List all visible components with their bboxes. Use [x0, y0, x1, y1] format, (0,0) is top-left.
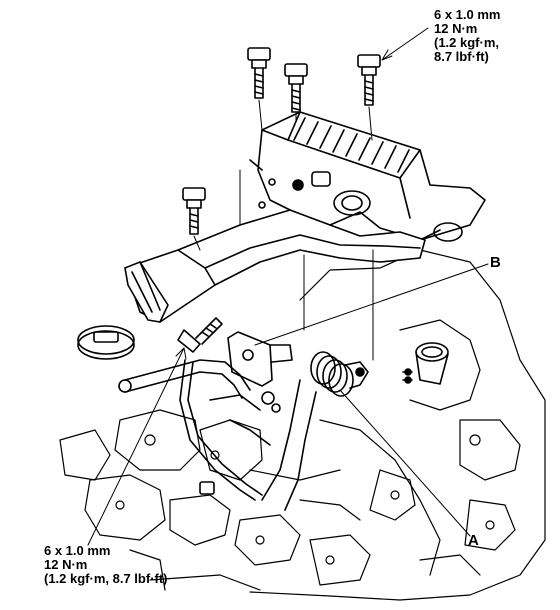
spec-top-line2: 12 N·m — [434, 21, 478, 36]
leader-top-spec-arrow — [381, 49, 393, 61]
bolt-lower — [177, 317, 223, 353]
engine-block — [59, 249, 546, 601]
spec-top-line3: (1.2 kgf·m, — [434, 35, 500, 50]
hoses — [118, 359, 281, 501]
part-a-bellows — [261, 351, 369, 511]
leader-bottom-spec — [87, 347, 185, 546]
bolt-group-top — [182, 47, 381, 235]
spec-bottom-line3: (1.2 kgf·m, 8.7 lbf·ft) — [44, 571, 168, 586]
callout-a: A — [468, 532, 479, 549]
leader-b — [254, 263, 489, 346]
filler-cap — [77, 325, 135, 360]
bracket-b — [227, 331, 293, 387]
bolt-1 — [247, 47, 271, 99]
leader-top-spec — [381, 27, 429, 61]
leader-bottom-spec-arrow — [175, 347, 187, 360]
bolt-4 — [182, 187, 206, 235]
right-fittings — [402, 342, 449, 385]
intake-duct — [124, 209, 426, 323]
bolt-leaders — [193, 99, 374, 361]
callout-leaders — [87, 27, 489, 546]
bolt-2 — [284, 63, 308, 113]
bolt-3 — [357, 54, 381, 106]
torque-spec-top: 6 x 1.0 mm 12 N·m (1.2 kgf·m, 8.7 lbf·ft… — [434, 8, 501, 64]
callout-b: B — [490, 254, 501, 271]
leader-a — [339, 389, 471, 537]
torque-spec-bottom: 6 x 1.0 mm 12 N·m (1.2 kgf·m, 8.7 lbf·ft… — [44, 544, 168, 586]
intake-plenum — [249, 111, 486, 242]
spec-bottom-line2: 12 N·m — [44, 557, 88, 572]
spec-bottom-line1: 6 x 1.0 mm — [44, 543, 111, 558]
spec-top-line1: 6 x 1.0 mm — [434, 7, 501, 22]
spec-top-line4: 8.7 lbf·ft) — [434, 49, 489, 64]
